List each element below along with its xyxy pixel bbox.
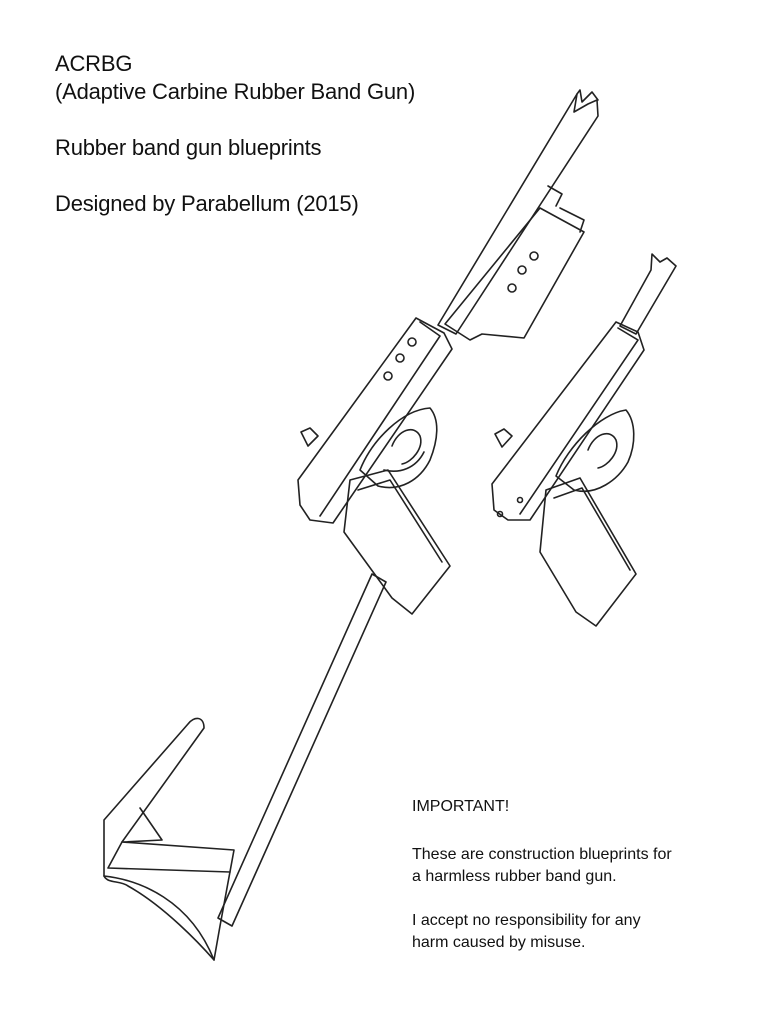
carbine-trigger-curve	[383, 451, 425, 472]
notice-heading: IMPORTANT!	[412, 798, 510, 815]
rail-hole	[529, 251, 539, 261]
carbine-stock-curve	[103, 875, 215, 961]
carbine-receiver	[297, 317, 453, 524]
notice-paragraph-2-line-2: harm caused by misuse.	[412, 934, 586, 951]
carbine-holes	[383, 251, 539, 381]
carbine-front-tab	[300, 427, 319, 447]
carbine-barrel-tip	[576, 89, 599, 103]
carbine-trigger-guard	[359, 407, 438, 489]
carbine-grip	[343, 469, 451, 615]
carbine-upper-tab	[547, 185, 585, 233]
title-block: ACRBG (Adaptive Carbine Rubber Band Gun)…	[55, 50, 415, 218]
pistol-trigger	[587, 432, 618, 469]
pistol-grip	[539, 477, 637, 627]
pistol-screw	[496, 510, 504, 518]
notice-paragraph-1-line-1: These are construction blueprints for	[412, 846, 672, 863]
pistol-screw	[516, 496, 524, 504]
pistol-front-tab	[494, 428, 513, 448]
notice-paragraph-2-line-1: I accept no responsibility for any	[412, 912, 641, 929]
pistol-grip-inner	[553, 487, 631, 571]
document-subtitle: Rubber band gun blueprints	[55, 135, 322, 160]
notice-paragraph-2: I accept no responsibility for any harm …	[412, 910, 732, 954]
document-acronym: ACRBG	[55, 51, 133, 76]
carbine-stock-arm	[217, 573, 387, 927]
pistol-receiver	[491, 321, 645, 521]
carbine-stock-brace	[107, 807, 231, 873]
carbine-trigger	[391, 428, 422, 465]
carbine-drawing	[103, 89, 599, 961]
carbine-stock	[103, 717, 235, 961]
receiver-hole	[395, 353, 405, 363]
pistol-receiver-inner	[519, 327, 639, 515]
carbine-upper-body	[444, 207, 585, 341]
important-notice: IMPORTANT! These are construction bluepr…	[412, 796, 732, 976]
rail-hole	[507, 283, 517, 293]
carbine-barrel	[437, 93, 599, 335]
document-full-name: (Adaptive Carbine Rubber Band Gun)	[55, 79, 416, 104]
notice-paragraph-1: These are construction blueprints for a …	[412, 844, 732, 888]
pistol-trigger-guard	[555, 409, 635, 493]
pistol-drawing	[491, 253, 677, 627]
carbine-receiver-inner	[319, 321, 441, 517]
notice-paragraph-1-line-2: a harmless rubber band gun.	[412, 868, 617, 885]
receiver-hole	[407, 337, 417, 347]
receiver-hole	[383, 371, 393, 381]
pistol-barrel	[619, 253, 677, 335]
document-credit: Designed by Parabellum (2015)	[55, 191, 359, 216]
rail-hole	[517, 265, 527, 275]
carbine-grip-inner	[357, 479, 443, 563]
